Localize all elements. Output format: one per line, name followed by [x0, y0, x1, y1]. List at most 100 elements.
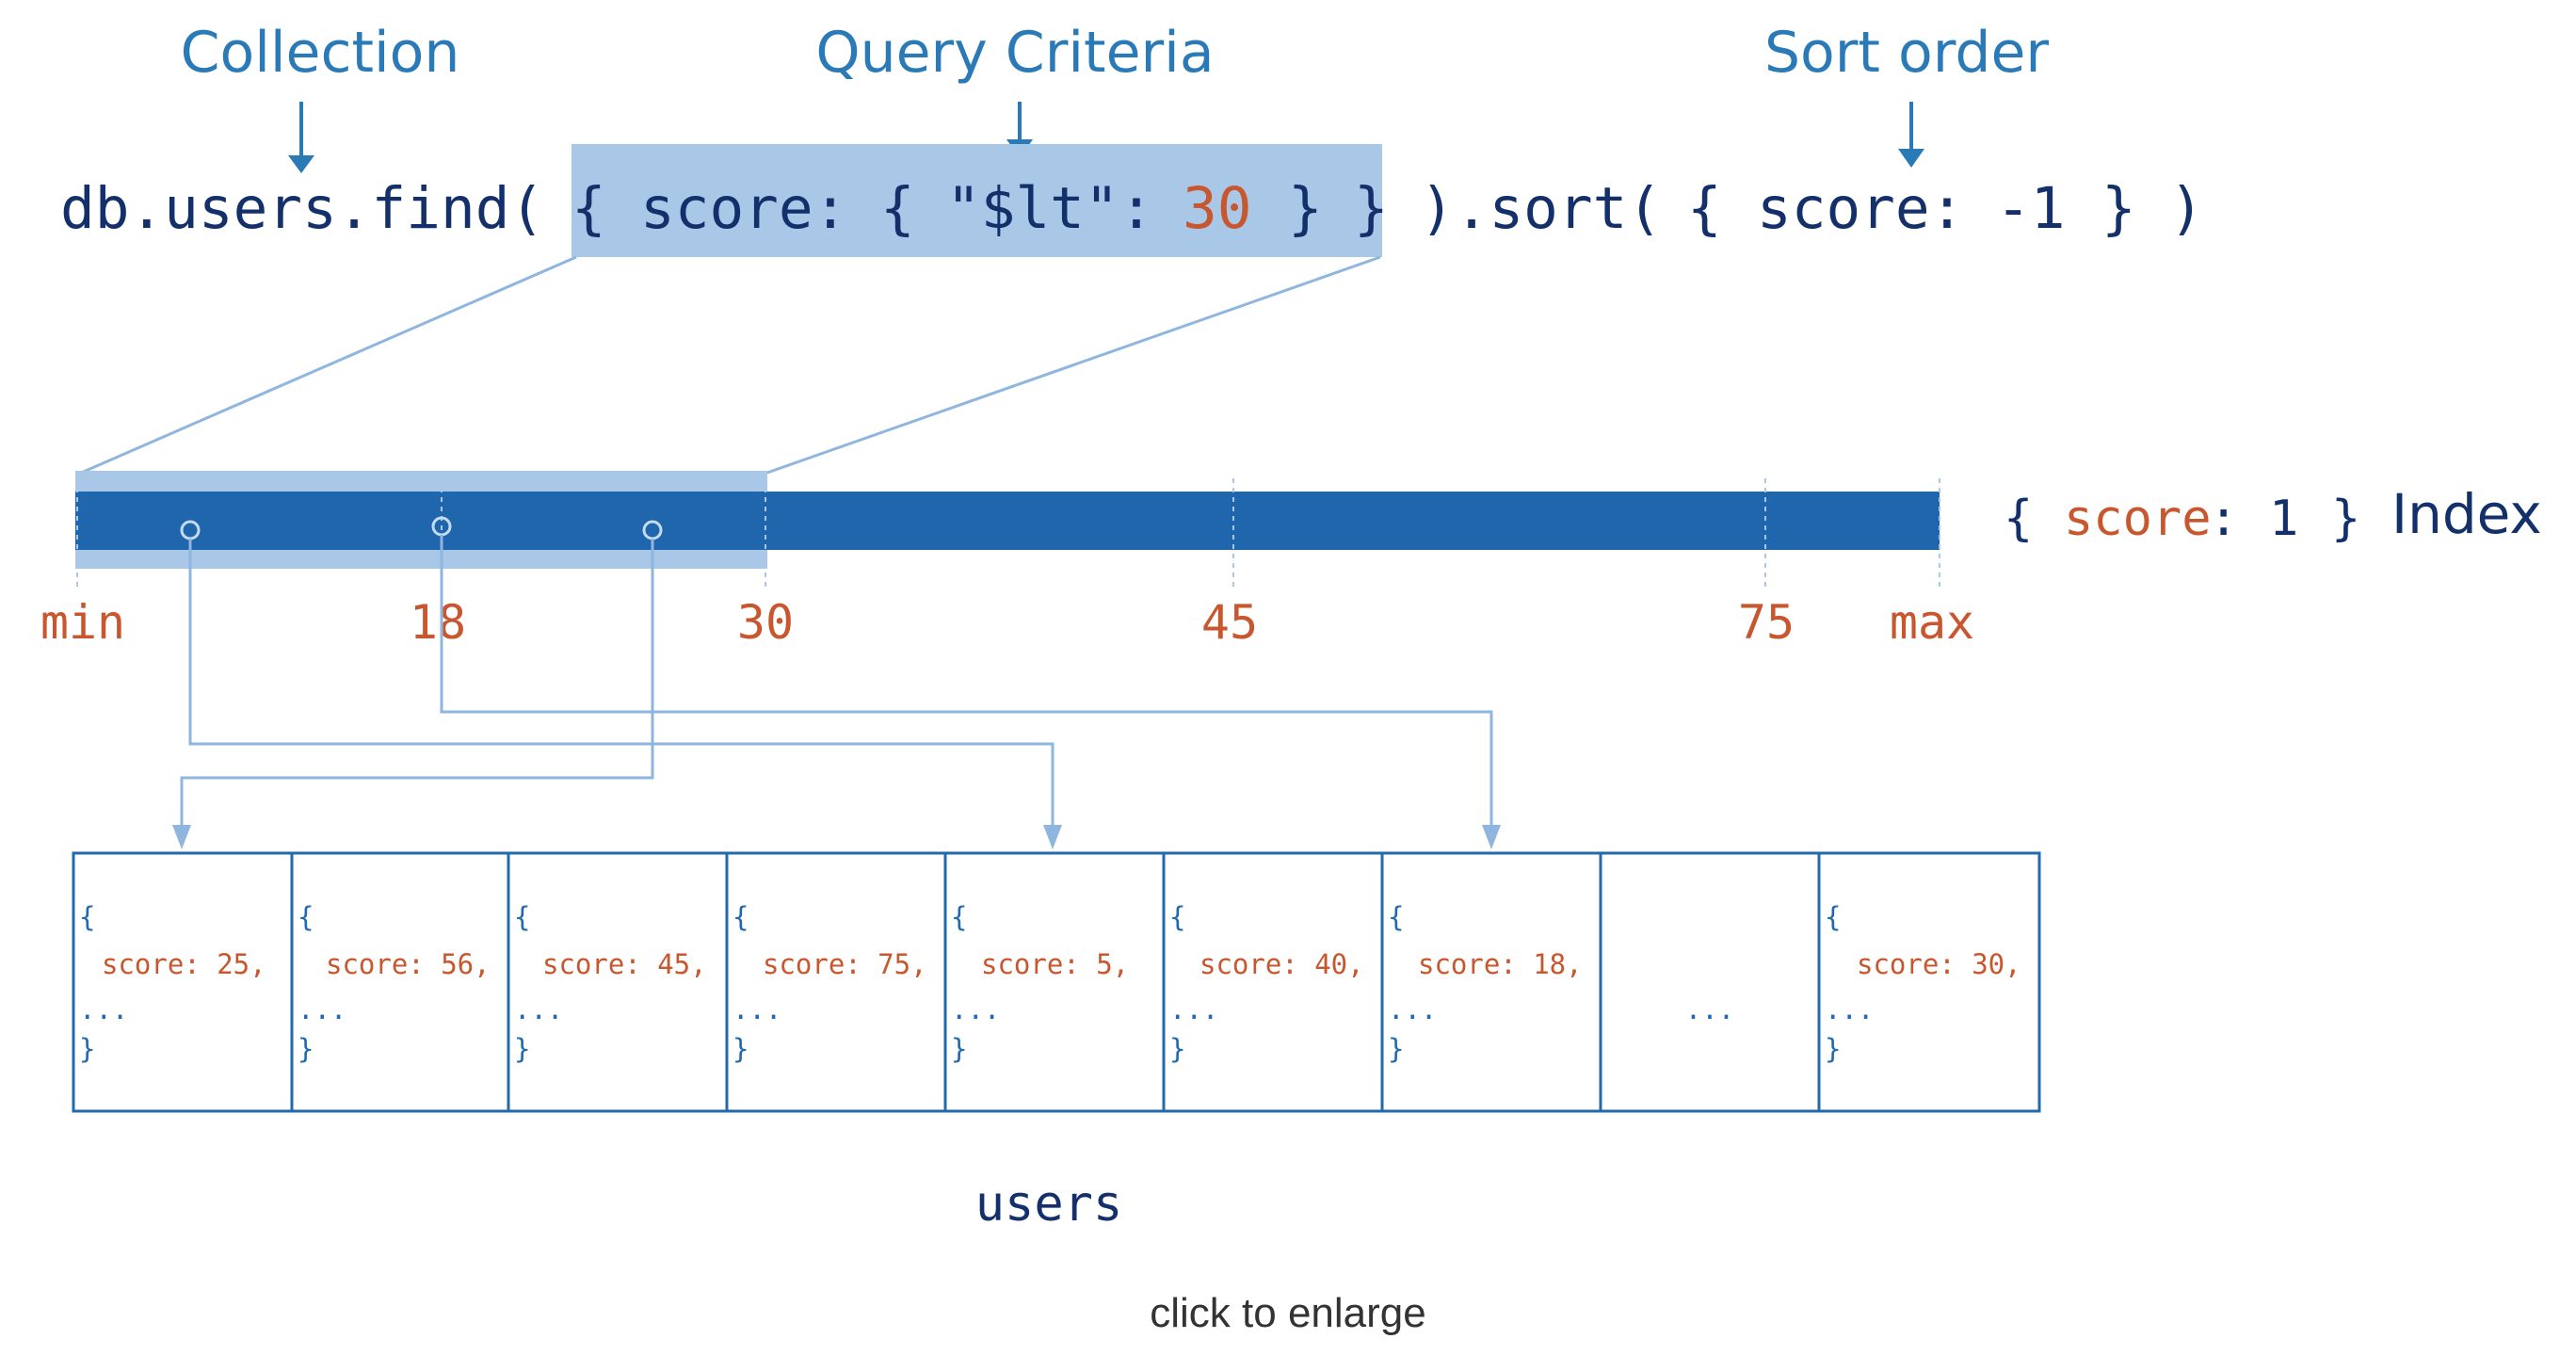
- tick-label-max: max: [1890, 595, 1974, 650]
- document-ellipsis: ...: [1169, 993, 1218, 1025]
- document-box: [943, 851, 1166, 1113]
- collection-name: users: [975, 1176, 1123, 1233]
- document-box: [72, 851, 294, 1113]
- document-score-line: score: 56,: [326, 948, 491, 980]
- query-open-inner: {: [880, 175, 915, 242]
- document-box: [1380, 851, 1602, 1113]
- document-close-brace: }: [733, 1033, 749, 1065]
- query-close-inner: }: [1288, 175, 1323, 242]
- document-card-9[interactable]: { score: 30, ... }: [1817, 851, 2041, 1113]
- document-card-3[interactable]: { score: 45, ... }: [507, 851, 729, 1113]
- document-ellipsis: ...: [733, 993, 781, 1025]
- index-spec-value: 1: [2269, 491, 2298, 547]
- document-score-line: score: 40,: [1199, 948, 1364, 980]
- query-code: db.users.find( { score: { "$lt": 30 } } …: [0, 175, 2309, 242]
- document-ellipsis: ...: [298, 993, 346, 1025]
- document-open-brace: {: [514, 901, 530, 933]
- query-prefix: db.users.find(: [60, 175, 544, 242]
- index-spec-key: score: [2064, 491, 2212, 547]
- document-open-brace: {: [951, 901, 967, 933]
- index-tick-labels: min 18 30 45 75 max: [40, 595, 1974, 650]
- tick-label-30: 30: [737, 595, 794, 650]
- document-box: [1817, 851, 2041, 1113]
- sort-close: }: [2101, 175, 2136, 242]
- index-spec-open: {: [2004, 491, 2033, 547]
- index-word: Index: [2391, 482, 2542, 546]
- tick-label-45: 45: [1201, 595, 1258, 650]
- document-close-brace: }: [514, 1033, 530, 1065]
- query-criteria-highlight: [572, 144, 1382, 257]
- document-ellipsis: ...: [79, 993, 128, 1025]
- pointer-arrowhead-doc-5: [1043, 825, 1062, 849]
- sort-order-label: Sort order: [1764, 20, 2049, 86]
- index-pointer-paths: [180, 535, 1493, 829]
- document-close-brace: }: [1825, 1033, 1841, 1065]
- document-box: [290, 851, 510, 1113]
- document-score-line: score: 18,: [1418, 948, 1583, 980]
- document-open-brace: {: [1825, 901, 1841, 933]
- index-spec: { score : 1 }: [0, 491, 2449, 547]
- document-more-ellipsis: ...: [1685, 993, 1734, 1025]
- sort-key: score:: [1757, 175, 1964, 242]
- index-spec-close: }: [2331, 491, 2360, 547]
- index-spec-colon: :: [2209, 491, 2238, 547]
- document-score-line: score: 75,: [763, 948, 927, 980]
- sort-prefix: ).sort(: [1420, 175, 1662, 242]
- pointer-arrowhead-doc-7: [1482, 825, 1501, 849]
- zoom-line-right: [764, 255, 1381, 476]
- query-lt-value: 30: [1183, 175, 1251, 242]
- document-card-1[interactable]: { score: 25, ... }: [72, 851, 294, 1113]
- document-open-brace: {: [79, 901, 95, 933]
- document-ellipsis: ...: [1825, 993, 1874, 1025]
- document-box: [507, 851, 729, 1113]
- documents-row: { score: 25, ... } { score: 56, ... } { …: [72, 851, 2041, 1113]
- document-close-brace: }: [79, 1033, 95, 1065]
- query-open-outer: {: [572, 175, 606, 242]
- query-close-outer: }: [1354, 175, 1389, 242]
- document-open-brace: {: [1388, 901, 1404, 933]
- document-box: [1599, 851, 1821, 1113]
- document-score-line: score: 25,: [102, 948, 266, 980]
- document-close-brace: }: [1169, 1033, 1185, 1065]
- document-score-line: score: 5,: [981, 948, 1129, 980]
- document-card-7[interactable]: { score: 18, ... }: [1380, 851, 1602, 1113]
- collection-arrow-head: [288, 155, 314, 173]
- index-bar: [75, 492, 1940, 550]
- document-close-brace: }: [1388, 1033, 1404, 1065]
- sort-order-arrow-head: [1898, 149, 1924, 168]
- document-card-8[interactable]: ...: [1599, 851, 1821, 1113]
- document-close-brace: }: [951, 1033, 967, 1065]
- sort-open: {: [1687, 175, 1722, 242]
- pointer-arrowhead-doc-1: [172, 825, 191, 849]
- tick-label-75: 75: [1738, 595, 1795, 650]
- document-card-2[interactable]: { score: 56, ... }: [290, 851, 510, 1113]
- query-score-key: score:: [640, 175, 847, 242]
- document-open-brace: {: [1169, 901, 1185, 933]
- query-lt-operator: "$lt":: [946, 175, 1153, 242]
- document-ellipsis: ...: [951, 993, 1000, 1025]
- query-criteria-label: Query Criteria: [815, 20, 1214, 86]
- zoom-line-left: [78, 255, 577, 476]
- pointer-path-score-18: [440, 535, 1493, 829]
- document-score-line: score: 30,: [1857, 948, 2021, 980]
- document-card-4[interactable]: { score: 75, ... }: [725, 851, 947, 1113]
- document-box: [1162, 851, 1384, 1113]
- document-ellipsis: ...: [1388, 993, 1437, 1025]
- index-pointer-arrowheads: [172, 825, 1501, 849]
- collection-label: Collection: [181, 20, 460, 86]
- click-to-enlarge-link[interactable]: click to enlarge: [1150, 1290, 1426, 1336]
- document-score-line: score: 45,: [542, 948, 707, 980]
- document-close-brace: }: [298, 1033, 314, 1065]
- document-open-brace: {: [298, 901, 314, 933]
- tick-label-18: 18: [410, 595, 466, 650]
- tick-label-min: min: [40, 595, 125, 650]
- document-open-brace: {: [733, 901, 749, 933]
- document-card-6[interactable]: { score: 40, ... }: [1162, 851, 1384, 1113]
- document-ellipsis: ...: [514, 993, 563, 1025]
- sort-value: -1: [1996, 175, 2065, 242]
- pointer-path-score-5: [180, 539, 654, 829]
- pointer-path-score-25: [188, 539, 1055, 829]
- document-card-5[interactable]: { score: 5, ... }: [943, 851, 1166, 1113]
